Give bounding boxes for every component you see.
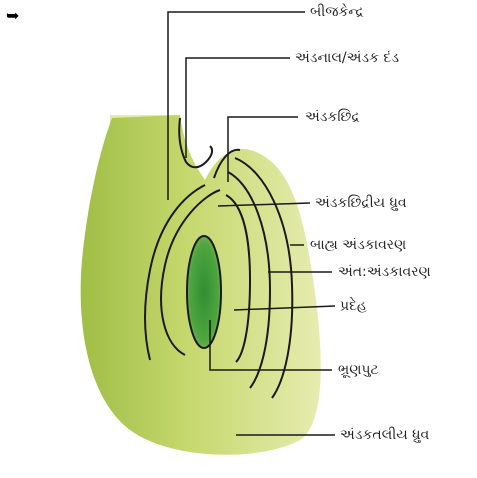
- label-andnal: અંડનાલ/અંડક દંડ: [295, 50, 399, 66]
- embryo-sac: [187, 236, 221, 348]
- label-pradeh: પ્રદેહ: [340, 298, 367, 314]
- label-andaktaliya-dhruv: અંડકતલીય ધ્રુવ: [340, 427, 429, 443]
- label-andakchhidra: અંડકછિદ્ર: [305, 109, 360, 125]
- label-andakchhidriya-dhruv: અંડકછિદ્રીય ધ્રુવ: [315, 195, 407, 211]
- label-bhrunanput: ભ્રૂણપુટ: [338, 362, 379, 378]
- label-antah-andakavaran: અંત:અંડકાવરણ: [338, 264, 431, 280]
- label-bahya-andakavaran: બાહ્ય અંડકાવરણ: [310, 237, 406, 253]
- label-bijkendra: બીજકેન્દ્ર: [310, 4, 364, 20]
